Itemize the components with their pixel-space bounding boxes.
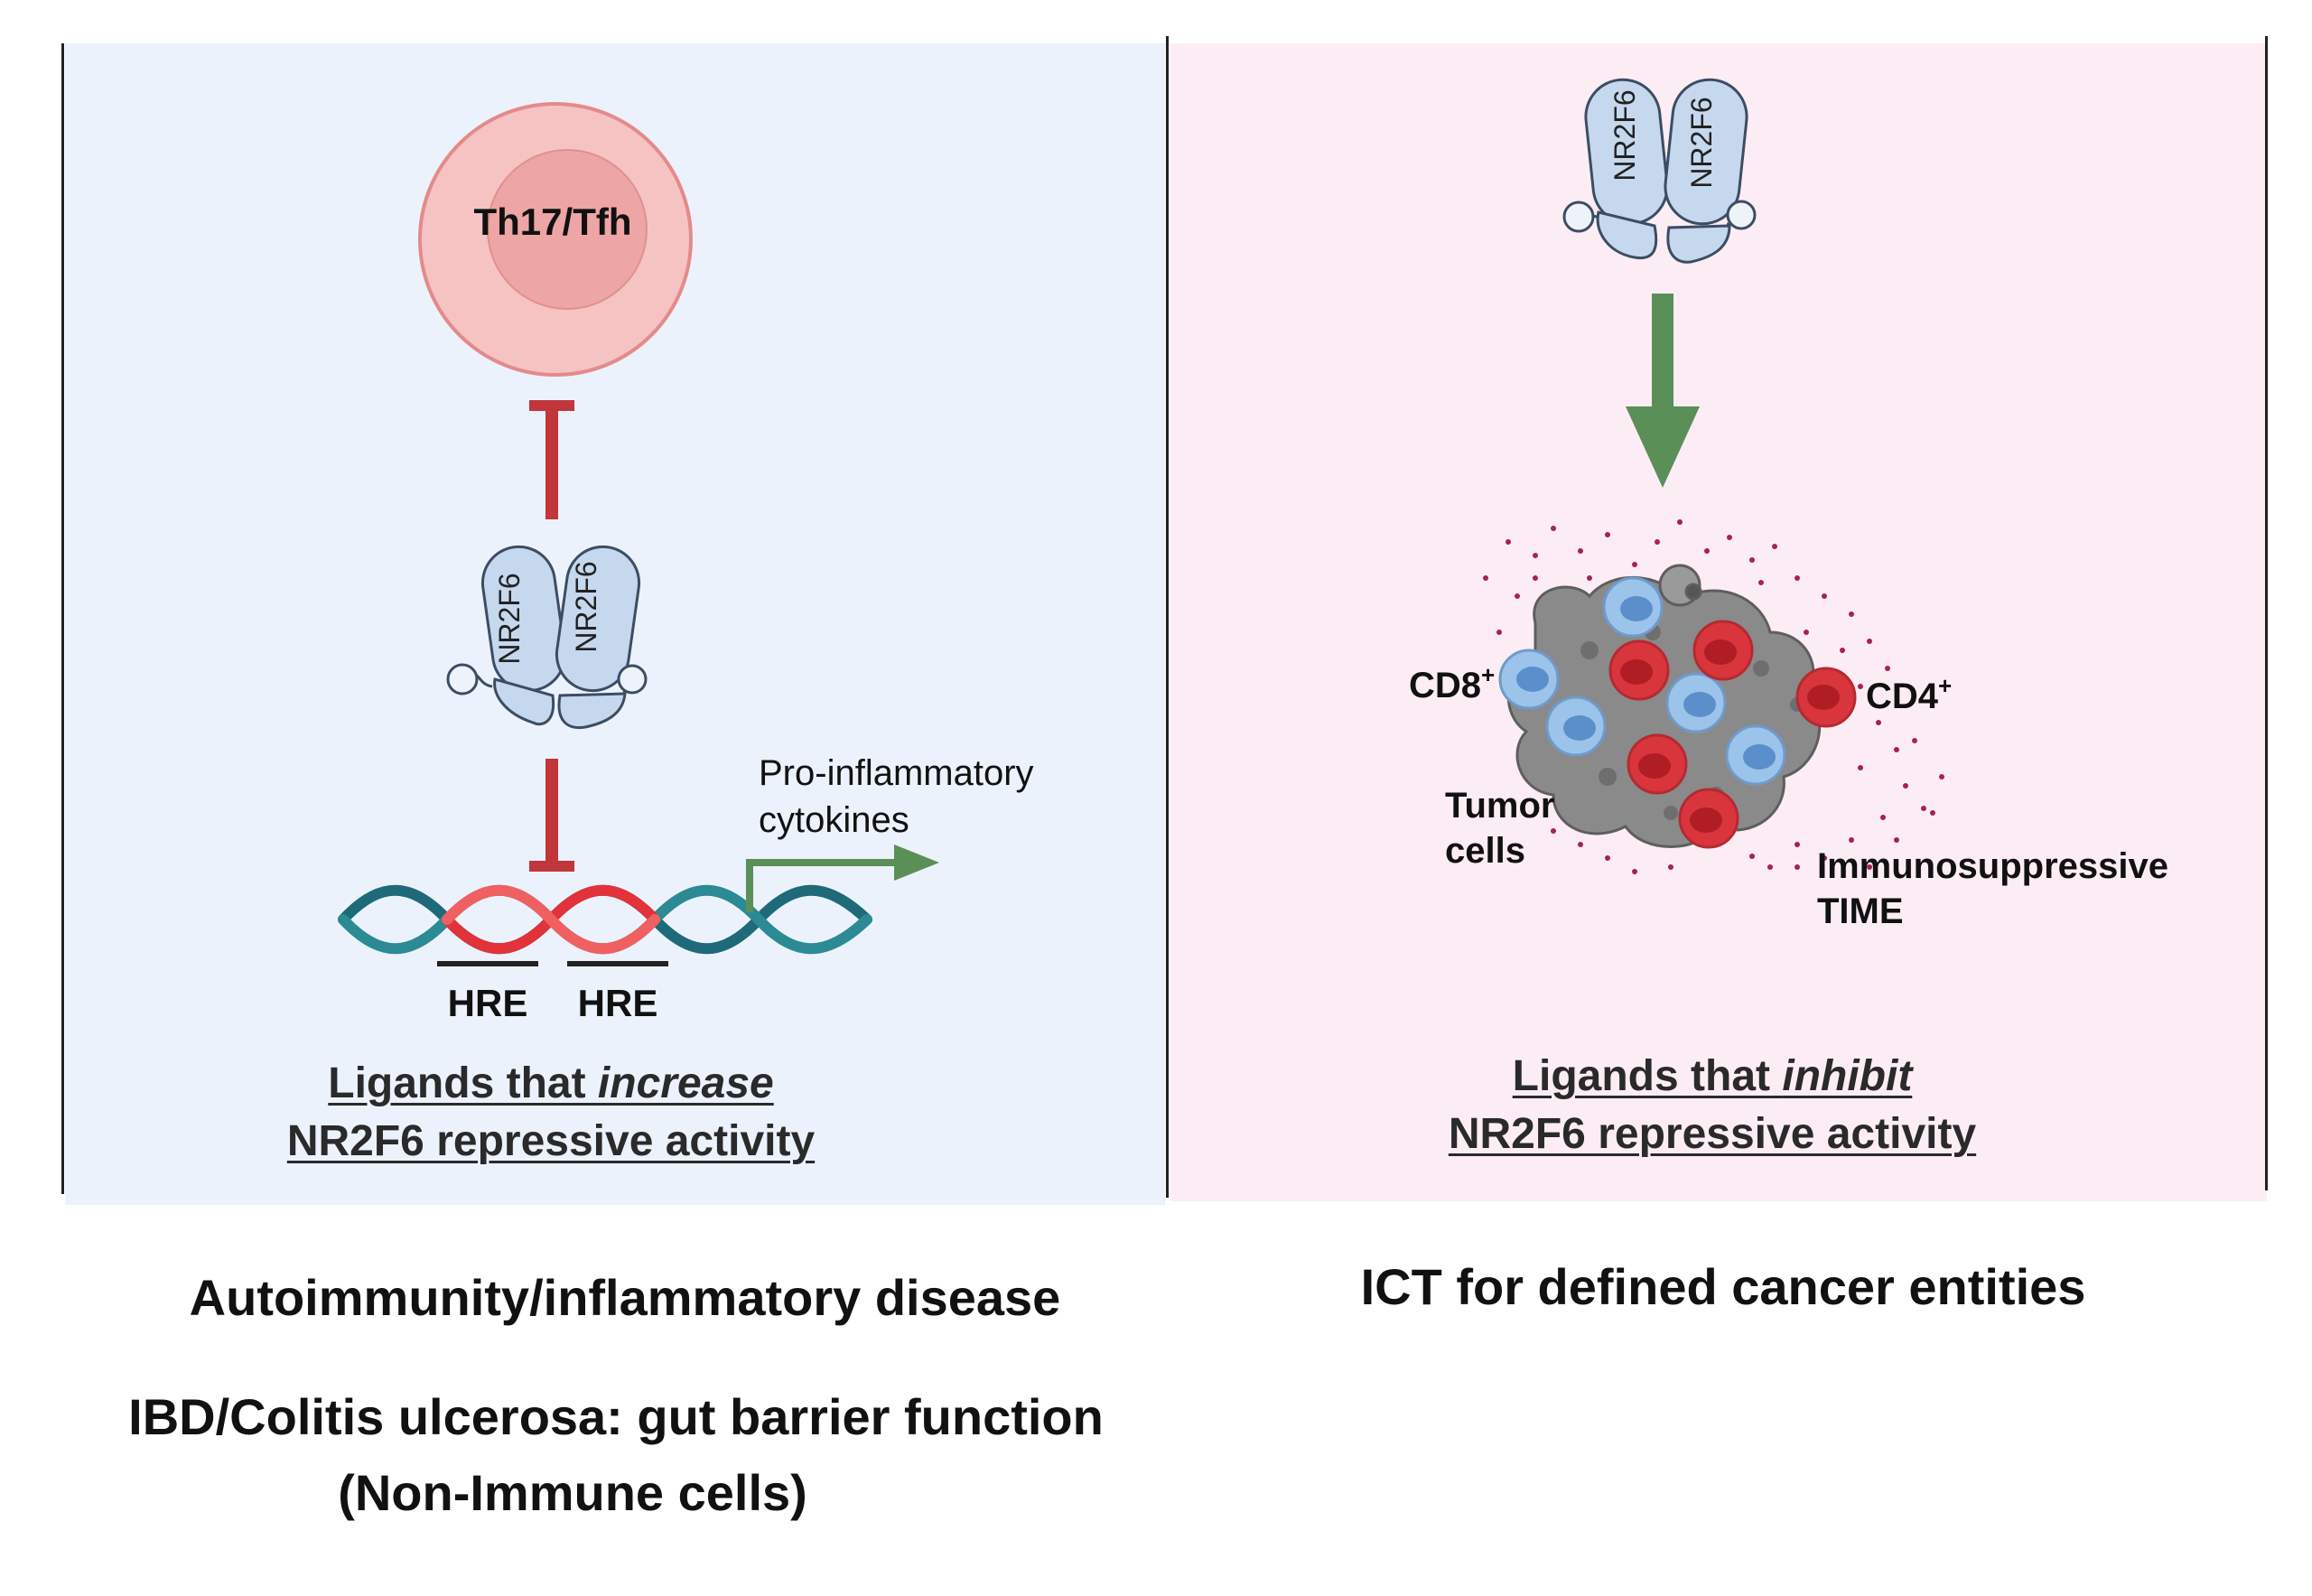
- cd4-cell: [1692, 620, 1754, 681]
- hre-label-2: HRE: [578, 982, 658, 1024]
- left-ligand-heading: Ligands that increase NR2F6 repressive a…: [287, 1055, 815, 1171]
- nr2f6-monomer-3: NR2F6: [1562, 78, 1669, 260]
- hre-label-1: HRE: [448, 982, 528, 1024]
- right-ligand-line-1: Ligands that inhibit: [1512, 1052, 1913, 1100]
- dna-helix: [338, 884, 872, 955]
- left-border-line: [61, 43, 64, 1194]
- center-divider-line: [1166, 36, 1169, 1198]
- pro-inflammatory-line-2: cytokines: [759, 800, 909, 840]
- cd4-cell: [1678, 788, 1739, 849]
- pro-inflammatory-label: Pro-inflammatory cytokines: [759, 750, 1034, 844]
- th17-tfh-cell: Th17/Tfh: [418, 102, 693, 377]
- cd4-cell: [1627, 733, 1688, 795]
- cytokine-dots: [1483, 519, 1944, 874]
- tumor-microenvironment: [1483, 519, 1944, 874]
- right-ligand-heading: Ligands that inhibit NR2F6 repressive ac…: [1449, 1048, 1976, 1163]
- cd4-cell: [1795, 667, 1857, 728]
- nr2f6-label-right-2: NR2F6: [1685, 97, 1718, 188]
- nr2f6-label-left-1: NR2F6: [493, 573, 526, 664]
- inhibition-arrow-lower: [529, 759, 574, 872]
- caption-ict: ICT for defined cancer entities: [1360, 1258, 2086, 1315]
- cd8-cell: [1498, 649, 1560, 710]
- left-ligand-line-1: Ligands that increase: [328, 1059, 774, 1107]
- time-label-2: TIME: [1817, 891, 1904, 931]
- nr2f6-dimer-left: NR2F6 NR2F6: [446, 545, 648, 730]
- tumor-cells-label-1: Tumor: [1445, 786, 1554, 826]
- transcription-arrow: [746, 845, 939, 912]
- right-border-line: [2265, 36, 2268, 1190]
- cd8-cell: [1545, 695, 1607, 757]
- cd4-label: CD4+: [1866, 672, 1952, 716]
- nr2f6-label-right-1: NR2F6: [1608, 89, 1641, 181]
- caption-autoimmunity: Autoimmunity/inflammatory disease: [189, 1269, 1061, 1326]
- cell-label: Th17/Tfh: [474, 201, 632, 243]
- tumor-cells-label-2: cells: [1445, 831, 1525, 871]
- inhibition-arrow-upper: [529, 400, 574, 519]
- left-ligand-line-2: NR2F6 repressive activity: [286, 1117, 816, 1165]
- caption-non-immune: (Non-Immune cells): [338, 1464, 807, 1521]
- cd8-t-cells: [1498, 576, 1786, 786]
- cd4-cell: [1608, 639, 1670, 701]
- cd8-cell: [1602, 576, 1664, 638]
- nr2f6-dimer-right: NR2F6 NR2F6: [1562, 78, 1757, 264]
- cd8-cell: [1725, 724, 1786, 786]
- nr2f6-label-left-2: NR2F6: [570, 561, 602, 652]
- hre-markers: [437, 961, 668, 966]
- right-ligand-line-2: NR2F6 repressive activity: [1448, 1110, 1977, 1158]
- cd8-cell: [1665, 672, 1727, 733]
- time-label-1: Immunosuppressive: [1817, 846, 2168, 886]
- nr2f6-monomer-4: NR2F6: [1664, 78, 1757, 264]
- caption-ibd: IBD/Colitis ulcerosa: gut barrier functi…: [128, 1388, 1104, 1445]
- cd4-t-cells: [1608, 620, 1857, 849]
- pro-inflammatory-line-1: Pro-inflammatory: [759, 753, 1034, 793]
- nr2f6-monomer-2: NR2F6: [555, 545, 648, 730]
- activation-arrow-down: [1626, 294, 1700, 488]
- cd8-label: CD8+: [1409, 661, 1495, 705]
- nr2f6-monomer-1: NR2F6: [446, 545, 567, 726]
